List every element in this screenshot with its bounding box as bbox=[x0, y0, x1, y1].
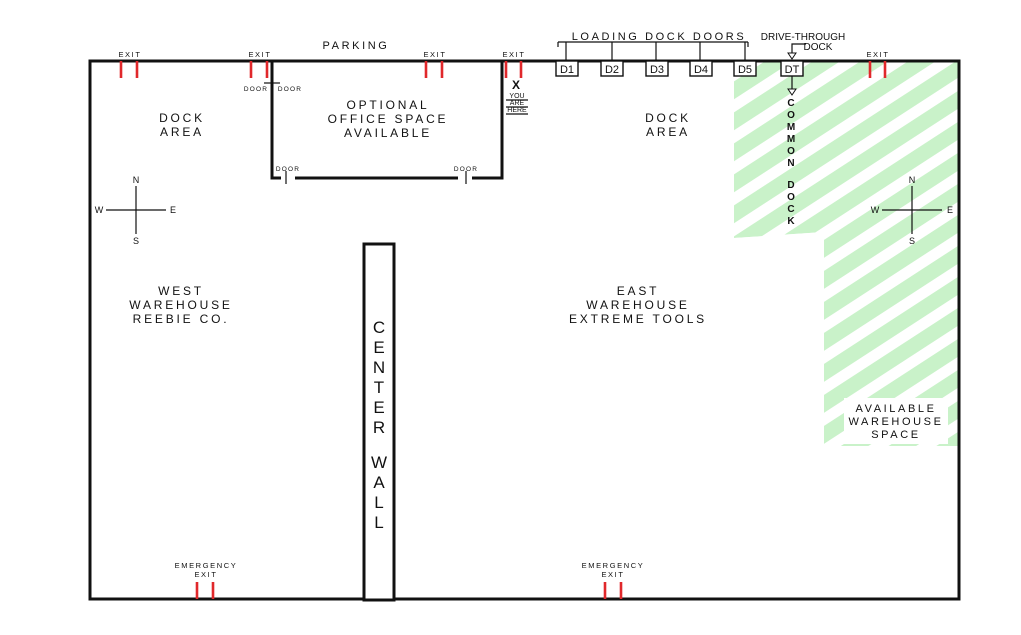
center-wall-letter: E bbox=[373, 338, 384, 357]
west-dock-label-line2: AREA bbox=[160, 125, 204, 139]
west-warehouse-line2: WAREHOUSE bbox=[129, 298, 232, 312]
common-dock-letter: C bbox=[787, 98, 794, 109]
available-area-hatch bbox=[734, 62, 958, 446]
east-warehouse-line1: EAST bbox=[617, 284, 660, 298]
exit-label: EXIT bbox=[423, 50, 446, 59]
center-wall-letter: R bbox=[373, 418, 385, 437]
door-label: DOOR bbox=[454, 166, 478, 173]
office-walls bbox=[270, 62, 504, 180]
center-wall bbox=[362, 242, 396, 602]
west-dock-label-line1: DOCK bbox=[159, 111, 205, 125]
exit-markers bbox=[119, 61, 887, 599]
drive-through-arrow bbox=[791, 43, 806, 54]
exit-label: EXIT bbox=[866, 50, 889, 59]
office-label-line3: AVAILABLE bbox=[344, 126, 432, 140]
center-wall-letter: L bbox=[374, 513, 383, 532]
emergency-exit-line1: EMERGENCY bbox=[582, 561, 645, 570]
available-space-line1: AVAILABLE bbox=[855, 403, 936, 415]
dock-door-d3: D3 bbox=[650, 64, 664, 76]
common-dock-letter: K bbox=[787, 216, 795, 227]
you-are-here-line1: YOU bbox=[509, 93, 524, 100]
drive-through-label: DRIVE-THROUGH bbox=[761, 32, 845, 43]
emergency-exit-line2: EXIT bbox=[601, 570, 624, 579]
east-warehouse-line2: WAREHOUSE bbox=[586, 298, 689, 312]
drive-through-dock-label: DOCK bbox=[804, 42, 833, 53]
common-dock-letter: O bbox=[787, 110, 795, 121]
east-dock-label-line2: AREA bbox=[646, 125, 690, 139]
door-label: DOOR bbox=[276, 166, 300, 173]
dock-door-d2: D2 bbox=[605, 64, 619, 76]
parking-label: PARKING bbox=[323, 40, 390, 52]
door-label: DOOR bbox=[244, 86, 268, 93]
compass-east bbox=[882, 186, 942, 234]
center-wall-letter: C bbox=[373, 318, 385, 337]
common-dock-letter: O bbox=[787, 192, 795, 203]
common-dock-arrow bbox=[787, 88, 797, 96]
compass-west-letter: W bbox=[95, 205, 104, 215]
available-space-line2: WAREHOUSE bbox=[848, 416, 943, 428]
office-label-line1: OPTIONAL bbox=[346, 98, 429, 112]
common-dock-letter: M bbox=[787, 134, 795, 145]
loading-dock-bracket bbox=[557, 41, 749, 61]
common-dock-letter: D bbox=[787, 180, 794, 191]
exit-label: EXIT bbox=[118, 50, 141, 59]
compass-east-letter: E bbox=[170, 205, 176, 215]
loading-dock-doors-label: LOADING DOCK DOORS bbox=[572, 31, 747, 43]
dock-door-boxes bbox=[555, 60, 804, 77]
you-are-here-line3: HERE bbox=[507, 107, 527, 114]
center-wall-letter: T bbox=[374, 378, 384, 397]
compass-east-letter: E bbox=[947, 205, 953, 215]
center-wall-letter: A bbox=[373, 473, 385, 492]
center-wall-letter: W bbox=[371, 453, 387, 472]
compass-north: N bbox=[133, 175, 140, 185]
center-wall-letter: E bbox=[373, 398, 384, 417]
door-label: DOOR bbox=[278, 86, 302, 93]
compass-south: S bbox=[133, 236, 139, 246]
east-warehouse-line3: EXTREME TOOLS bbox=[569, 312, 707, 326]
west-warehouse-line3: REEBIE CO. bbox=[133, 312, 230, 326]
dock-door-d1: D1 bbox=[560, 64, 574, 76]
emergency-exit-line2: EXIT bbox=[194, 570, 217, 579]
compass-west-letter: W bbox=[871, 205, 880, 215]
center-wall-letter: N bbox=[373, 358, 385, 377]
dock-door-d5: D5 bbox=[738, 64, 752, 76]
compass-west bbox=[106, 186, 166, 234]
building-outline bbox=[88, 59, 961, 601]
available-space-line3: SPACE bbox=[871, 429, 920, 441]
dock-door-dt: DT bbox=[785, 64, 800, 76]
east-dock-label-line1: DOCK bbox=[645, 111, 691, 125]
common-dock-letter: C bbox=[787, 204, 794, 215]
dock-door-d4: D4 bbox=[694, 64, 708, 76]
common-dock-letter: M bbox=[787, 122, 795, 133]
compass-north: N bbox=[909, 175, 916, 185]
compass-south: S bbox=[909, 236, 915, 246]
west-warehouse-line1: WEST bbox=[158, 284, 204, 298]
common-dock-letter: O bbox=[787, 146, 795, 157]
center-wall-letter: L bbox=[374, 493, 383, 512]
you-are-here-line2: ARE bbox=[510, 100, 525, 107]
exit-label: EXIT bbox=[248, 50, 271, 59]
exit-label: EXIT bbox=[502, 50, 525, 59]
common-dock-letter: N bbox=[787, 158, 794, 169]
office-label-line2: OFFICE SPACE bbox=[328, 112, 449, 126]
you-are-here-mark: X bbox=[512, 78, 520, 92]
emergency-exit-line1: EMERGENCY bbox=[175, 561, 238, 570]
